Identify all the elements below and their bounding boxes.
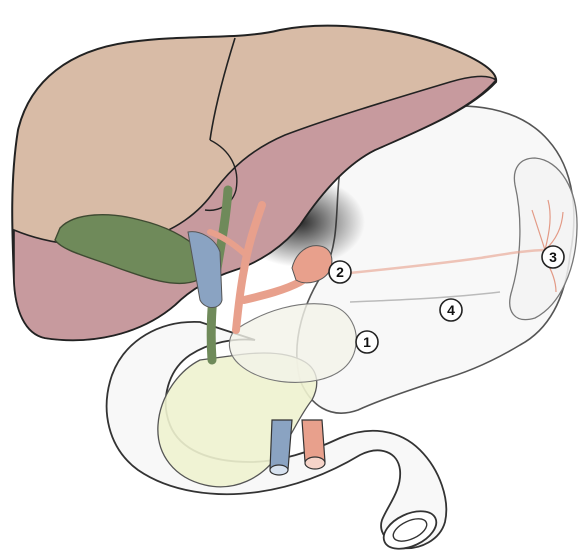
marker-4: 4 [440, 299, 462, 321]
pancreas-body [229, 304, 356, 383]
sma-lumen [305, 457, 325, 469]
marker-3: 3 [542, 246, 564, 268]
marker-1: 1 [356, 331, 378, 353]
marker-3-label: 3 [549, 249, 557, 265]
marker-1-label: 1 [363, 334, 371, 350]
portal-vein-lumen [270, 465, 288, 475]
marker-2: 2 [329, 261, 351, 283]
marker-2-label: 2 [336, 264, 344, 280]
spleen [510, 158, 577, 320]
marker-4-label: 4 [447, 302, 455, 318]
